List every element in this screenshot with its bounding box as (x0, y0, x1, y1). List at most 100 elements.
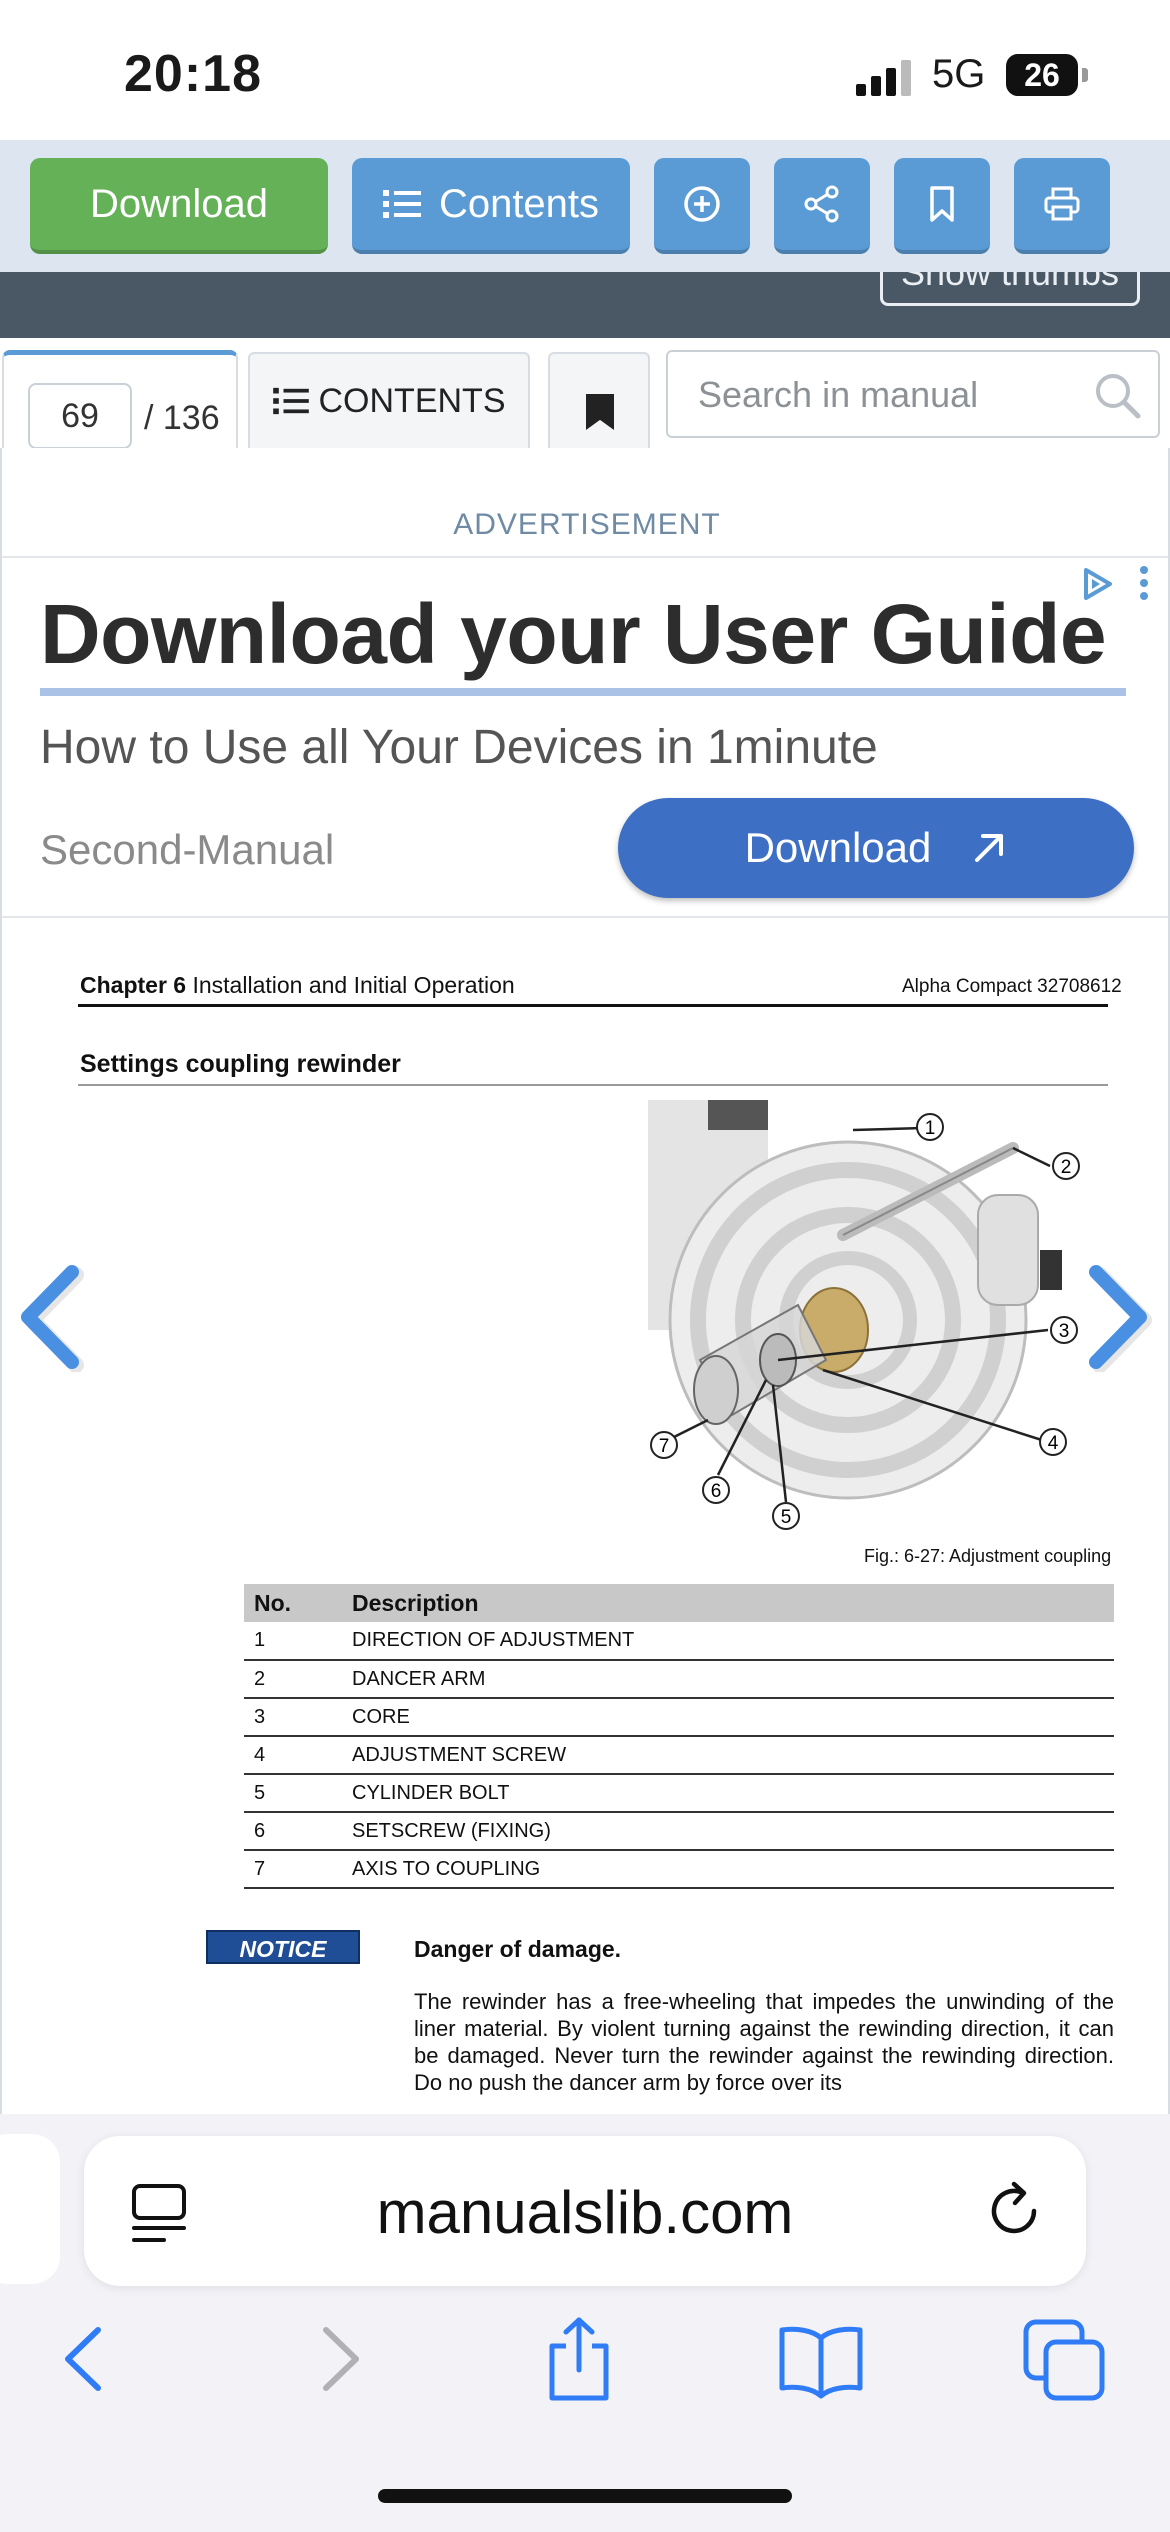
contents-button-label: Contents (438, 181, 600, 226)
next-page-arrow-icon[interactable] (1084, 1262, 1154, 1372)
previous-tab-preview[interactable] (0, 2134, 60, 2284)
search-icon[interactable] (1092, 370, 1144, 422)
figure-callout: 7 (659, 1436, 670, 1457)
zoom-in-button[interactable] (654, 158, 750, 254)
figure-callout: 2 (1061, 1157, 1072, 1178)
external-arrow-icon (975, 834, 1004, 862)
manual-page: Chapter 6 Installation and Initial Opera… (2, 920, 1168, 2114)
bookmark-button[interactable] (894, 158, 990, 254)
home-indicator[interactable] (378, 2489, 792, 2503)
bookmark-icon (586, 394, 614, 430)
ad-download-button[interactable]: Download (618, 798, 1134, 898)
battery-icon: 26 (1006, 54, 1078, 96)
row-description: DIRECTION OF ADJUSTMENT (342, 1622, 1114, 1661)
bookmarks-icon[interactable] (776, 2314, 866, 2404)
ad-headline[interactable]: Download your User Guide (40, 587, 1107, 681)
share-icon (804, 185, 839, 223)
notice-badge: NOTICE (206, 1930, 360, 1964)
section-rule (78, 1084, 1108, 1086)
row-description: AXIS TO COUPLING (342, 1850, 1114, 1889)
search-box (666, 350, 1160, 438)
figure-callout: 3 (1059, 1321, 1070, 1342)
list-icon (382, 190, 421, 218)
address-bar[interactable]: manualslib.com (84, 2136, 1086, 2286)
previous-page-arrow-icon[interactable] (14, 1262, 84, 1372)
figure-caption: Fig.: 6-27: Adjustment coupling (864, 1546, 1112, 1566)
ad-options-icon[interactable] (1140, 566, 1152, 606)
print-button[interactable] (1014, 158, 1110, 254)
status-time: 20:18 (124, 45, 262, 103)
ad-label: ADVERTISEMENT (453, 508, 721, 541)
chapter-heading: Chapter 6 Installation and Initial Opera… (80, 972, 515, 999)
tabs-icon[interactable] (1020, 2314, 1110, 2404)
contents-tab[interactable]: CONTENTS (248, 352, 530, 450)
table-header-description: Description (342, 1584, 1114, 1622)
row-description: ADJUSTMENT SCREW (342, 1736, 1114, 1775)
row-number: 4 (244, 1736, 342, 1775)
url-text[interactable]: manualslib.com (376, 2179, 794, 2246)
table-header-no: No. (244, 1584, 342, 1622)
adchoices-icon[interactable] (1080, 566, 1116, 602)
share-icon[interactable] (534, 2314, 624, 2404)
battery-tip (1082, 68, 1088, 82)
network-type: 5G (932, 52, 986, 96)
search-input[interactable] (698, 370, 1078, 420)
safari-toolbar: manualslib.com (0, 2114, 1170, 2532)
row-number: 1 (244, 1622, 342, 1661)
adjustment-coupling-figure: 1 2 3 4 5 6 7 (648, 1100, 1080, 1530)
bookmarks-tab[interactable] (548, 352, 650, 450)
download-button[interactable]: Download (30, 158, 328, 254)
section-title: Settings coupling rewinder (80, 1050, 401, 1078)
print-icon (1044, 187, 1080, 221)
row-description: SETSCREW (FIXING) (342, 1812, 1114, 1851)
row-number: 3 (244, 1698, 342, 1737)
ad-advertiser: Second-Manual (40, 826, 335, 873)
forward-icon[interactable] (294, 2314, 384, 2404)
manual-viewer[interactable]: ADVERTISEMENT Download your User Guide H… (0, 448, 1170, 2114)
figure-callout: 5 (781, 1507, 792, 1528)
row-description: CYLINDER BOLT (342, 1774, 1114, 1813)
ad-subheadline: How to Use all Your Devices in 1minute (40, 721, 878, 774)
row-number: 5 (244, 1774, 342, 1813)
figure-callout: 4 (1048, 1433, 1059, 1454)
signal-icon (856, 60, 912, 96)
thumbs-bar: Show thumbs (0, 272, 1170, 338)
figure-callout: 1 (925, 1118, 936, 1139)
notice-body: The rewinder has a free-wheeling that im… (414, 1989, 1114, 2095)
battery-level: 26 (1024, 57, 1060, 93)
manual-toolbar: Download Contents (0, 140, 1170, 272)
figure-callout: 6 (711, 1481, 722, 1502)
manual-nav: 69 / 136 CONTENTS (0, 338, 1170, 450)
ad-underline (40, 688, 1126, 696)
chapter-number: Chapter 6 (80, 972, 187, 998)
page-number-input[interactable]: 69 (28, 383, 132, 449)
row-number: 7 (244, 1850, 342, 1889)
download-button-label: Download (90, 181, 268, 226)
page-menu-icon[interactable] (130, 2182, 188, 2246)
model-number: Alpha Compact 32708612 (902, 976, 1122, 997)
row-description: CORE (342, 1698, 1114, 1737)
bookmark-icon (930, 186, 954, 222)
row-description: DANCER ARM (342, 1660, 1114, 1699)
zoom-in-icon (684, 186, 720, 222)
contents-tab-label: CONTENTS (318, 381, 506, 420)
back-icon[interactable] (40, 2314, 130, 2404)
row-number: 2 (244, 1660, 342, 1699)
contents-button[interactable]: Contents (352, 158, 630, 254)
share-button[interactable] (774, 158, 870, 254)
header-rule (78, 1004, 1108, 1007)
row-number: 6 (244, 1812, 342, 1851)
ad-download-label: Download (744, 824, 932, 871)
reload-icon[interactable] (982, 2178, 1048, 2244)
show-thumbs-button[interactable]: Show thumbs (880, 272, 1140, 306)
notice-title: Danger of damage. (414, 1936, 622, 1962)
ad-banner[interactable]: Download your User Guide How to Use all … (2, 556, 1168, 918)
